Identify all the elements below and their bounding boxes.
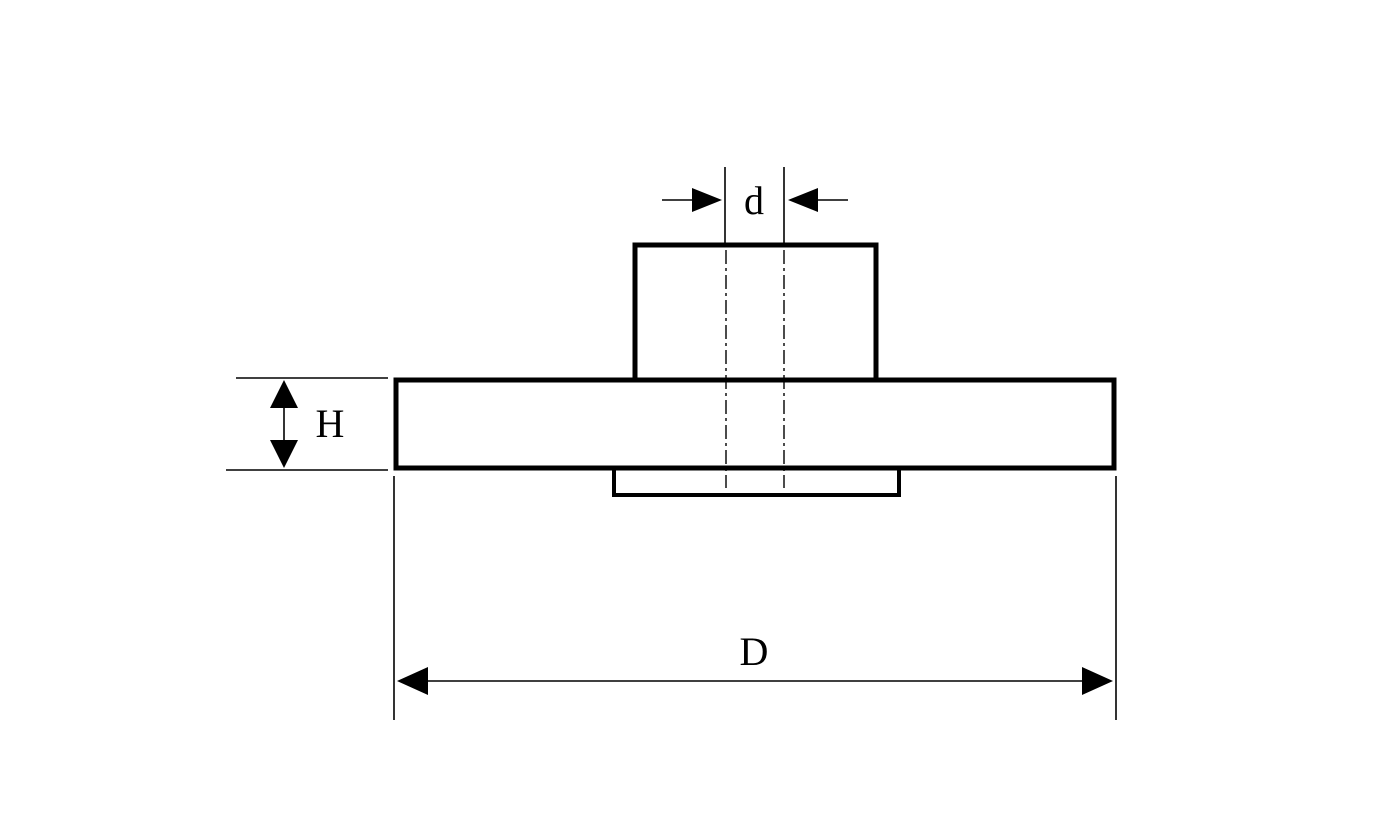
D-arrow-right: [1082, 667, 1113, 695]
d-arrow-left: [692, 188, 722, 212]
lower-spigot: [612, 468, 901, 497]
h-label: H: [316, 401, 345, 446]
upper-hub: [632, 242, 879, 380]
D-dimension: D: [393, 476, 1117, 720]
h-dimension: H: [226, 377, 388, 471]
h-arrow-top: [270, 380, 298, 408]
d-arrow-right: [788, 188, 818, 212]
d-dimension: d: [662, 167, 848, 245]
d-label: d: [744, 178, 764, 223]
D-arrow-left: [397, 667, 428, 695]
D-label: D: [740, 629, 769, 674]
bore-hidden-lines: [725, 250, 785, 488]
h-arrow-bottom: [270, 440, 298, 468]
flange-body: [393, 377, 1117, 471]
